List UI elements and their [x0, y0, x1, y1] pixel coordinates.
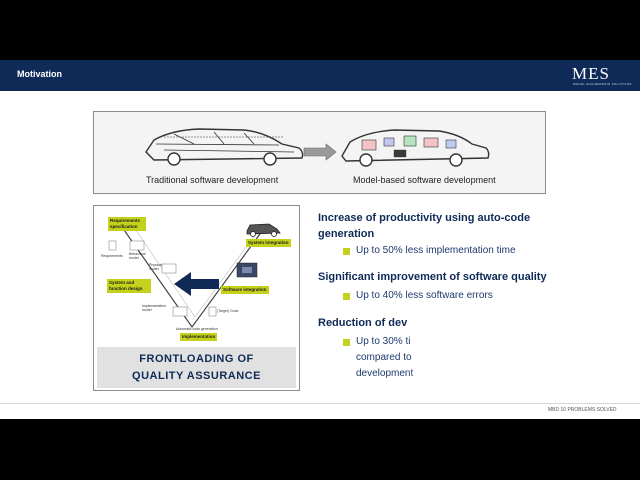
- mes-logo: MES: [572, 64, 610, 83]
- slide: Motivation MES MODEL ENGINEERING SOLUTIO…: [0, 60, 640, 419]
- benefit-heading-productivity: Increase of productivity using auto-code…: [318, 212, 531, 240]
- v-model-diagram: Requirements specification Requirements …: [97, 209, 296, 345]
- footer-text: MBD 10 PROBLEMS SOLVED: [548, 407, 617, 413]
- arrow-right-icon: [303, 143, 337, 161]
- physical-model-label: Physical model: [149, 263, 163, 271]
- frontloading-line1: FRONTLOADING OF: [139, 353, 254, 365]
- v-model-panel: Requirements specification Requirements …: [93, 205, 300, 391]
- comparison-illustration: [145, 128, 490, 167]
- benefit-heading-quality: Significant improvement of software qual…: [318, 271, 547, 283]
- bullet-marker: [343, 248, 350, 255]
- bullet-marker: [343, 293, 350, 300]
- frontloading-line2: QUALITY ASSURANCE: [132, 370, 261, 382]
- implementation-model-label: Implementation model: [142, 304, 166, 312]
- benefit-bullet-time: Up to 30% ti: [356, 336, 411, 347]
- traditional-car-icon: [145, 128, 304, 166]
- auto-codegen-label: Automatic code generation: [176, 327, 218, 331]
- system-function-design-label: System and function design: [107, 279, 151, 293]
- requirements-label: Requirements: [101, 254, 123, 258]
- traditional-caption: Traditional software development: [146, 175, 279, 185]
- benefit-bullet-implementation-time: Up to 50% less implementation time: [356, 245, 516, 256]
- benefit-bullet-software-errors: Up to 40% less software errors: [356, 290, 493, 301]
- chip-icon: [236, 262, 258, 278]
- model-block-icon: [129, 240, 188, 317]
- slide-header: Motivation MES MODEL ENGINEERING SOLUTIO…: [0, 60, 640, 91]
- document-icon: [108, 240, 217, 317]
- fade-overlay: [410, 315, 530, 385]
- system-integration-label: System integration: [246, 239, 291, 247]
- bullet-marker: [343, 339, 350, 346]
- software-integration-label: Software integration: [221, 286, 269, 294]
- benefit-bullet-compared: compared to: [356, 352, 412, 363]
- behavioral-model-label: Behavioral model: [129, 252, 146, 260]
- footer-divider: [0, 403, 640, 404]
- requirements-spec-label: Requirements specification: [108, 217, 146, 231]
- implementation-label: Implementation: [180, 333, 218, 341]
- letterbox-top: [0, 0, 640, 60]
- benefit-bullet-development: development: [356, 368, 414, 379]
- benefit-heading-reduction: Reduction of dev: [318, 317, 408, 329]
- model-based-car-icon: [341, 129, 490, 167]
- target-code-label: (Target) Code: [217, 309, 239, 313]
- letterbox-bottom: [0, 419, 640, 480]
- comparison-panel: Traditional software development Model-b…: [93, 111, 546, 194]
- model-based-caption: Model-based software development: [353, 175, 496, 185]
- car-small-icon: [246, 223, 281, 237]
- mes-logo-subtitle: MODEL ENGINEERING SOLUTIONS: [573, 82, 632, 86]
- frontloading-arrow-icon: [174, 272, 219, 296]
- slide-title: Motivation: [17, 69, 62, 79]
- frontloading-box: FRONTLOADING OF QUALITY ASSURANCE: [97, 347, 296, 388]
